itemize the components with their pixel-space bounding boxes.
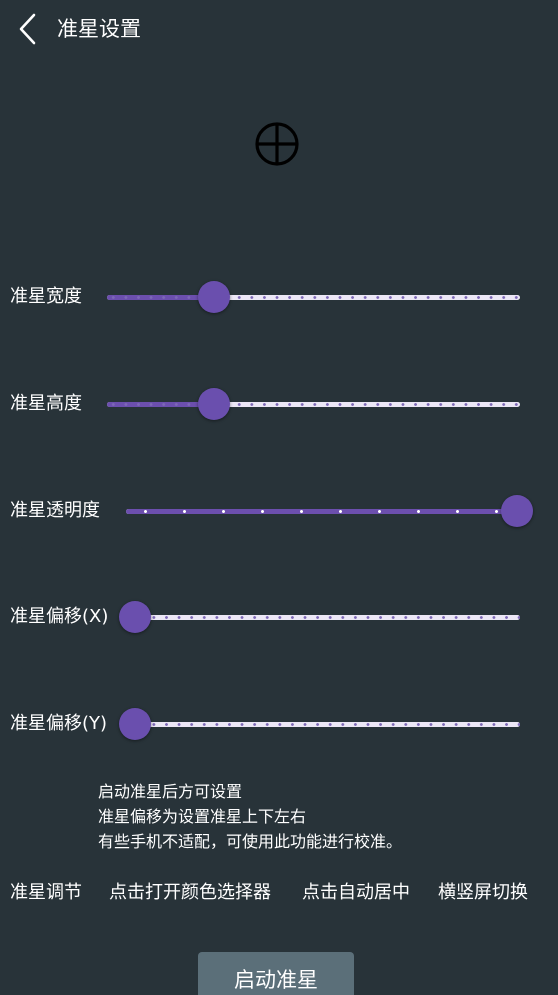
info-line: 准星偏移为设置准星上下左右	[98, 807, 307, 826]
info-text: 启动准星后方可设置 准星偏移为设置准星上下左右 有些手机不适配，可使用此功能进行…	[98, 779, 402, 854]
slider-thumb[interactable]	[501, 495, 533, 527]
offset-y-slider-label: 准星偏移(Y)	[10, 713, 108, 734]
slider-ticks	[107, 402, 520, 407]
height-slider-label: 准星高度	[10, 393, 82, 414]
slider-ticks	[107, 295, 520, 300]
orientation-toggle-button[interactable]: 横竖屏切换	[438, 882, 528, 903]
adjust-label: 准星调节	[10, 882, 82, 903]
info-line: 有些手机不适配，可使用此功能进行校准。	[98, 832, 403, 851]
info-line: 启动准星后方可设置	[98, 782, 243, 801]
opacity-slider-label: 准星透明度	[10, 500, 100, 521]
offset-x-slider[interactable]	[119, 597, 520, 637]
height-slider[interactable]	[107, 384, 520, 424]
action-row: 准星调节 点击打开颜色选择器 点击自动居中 横竖屏切换	[0, 880, 558, 908]
width-slider-label: 准星宽度	[10, 286, 82, 307]
offset-y-slider[interactable]	[119, 704, 520, 744]
header: 准星设置	[0, 0, 558, 58]
start-crosshair-button[interactable]: 启动准星	[198, 952, 354, 995]
page-title: 准星设置	[57, 17, 141, 41]
offset-x-slider-label: 准星偏移(X)	[10, 606, 109, 627]
slider-thumb[interactable]	[198, 281, 231, 313]
crosshair-icon	[255, 122, 299, 166]
opacity-slider[interactable]	[126, 491, 533, 531]
slider-ticks	[135, 722, 520, 727]
slider-ticks	[135, 615, 520, 620]
slider-thumb[interactable]	[198, 388, 231, 420]
width-slider[interactable]	[107, 277, 520, 317]
color-picker-button[interactable]: 点击打开颜色选择器	[109, 882, 271, 903]
auto-center-button[interactable]: 点击自动居中	[302, 882, 410, 903]
chevron-left-icon[interactable]	[10, 10, 46, 48]
slider-ticks	[126, 509, 517, 514]
slider-thumb[interactable]	[119, 708, 151, 740]
slider-thumb[interactable]	[119, 601, 151, 633]
